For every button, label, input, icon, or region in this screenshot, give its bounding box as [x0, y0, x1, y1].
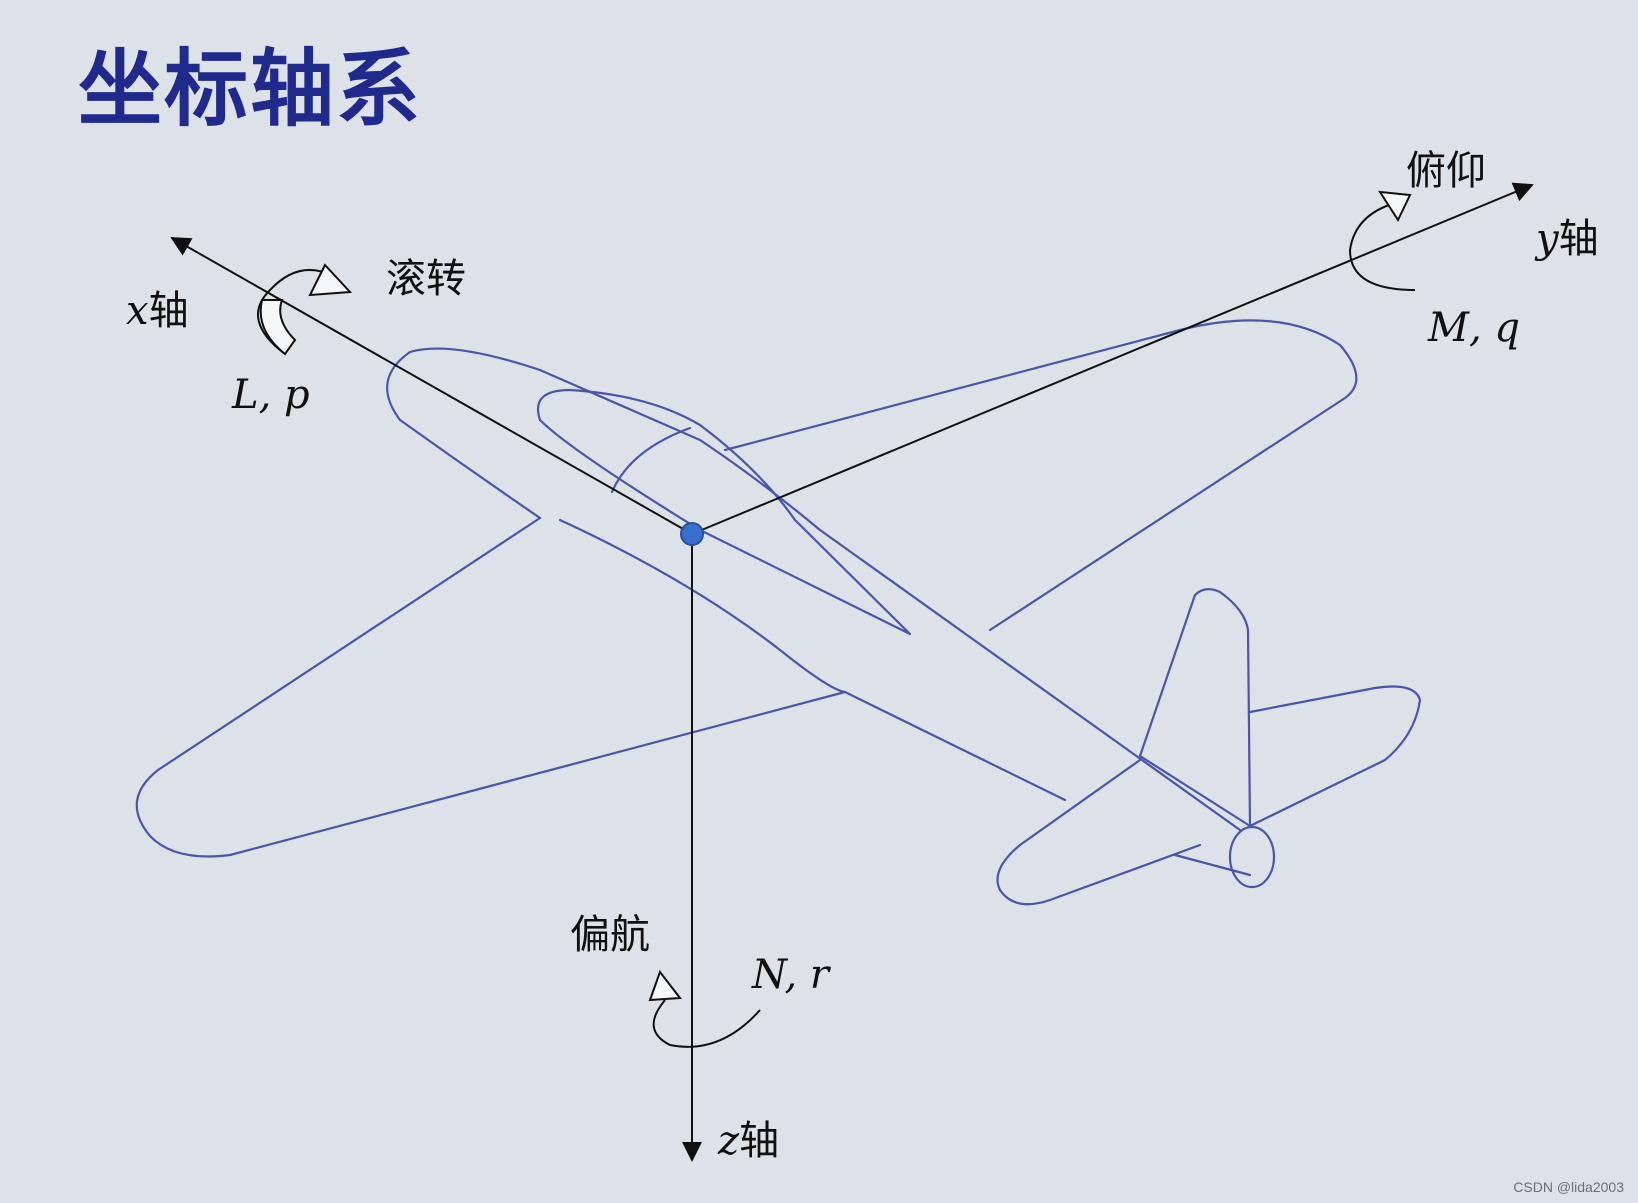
x-axis-var: x [126, 288, 149, 334]
pitch-arrow-icon [1348, 202, 1416, 291]
tail-nozzle [1228, 825, 1276, 889]
yaw-arrowhead-icon [648, 969, 682, 1002]
y-axis-line [691, 182, 1534, 535]
canopy-frame [610, 426, 692, 494]
yaw-arrow-icon [652, 999, 761, 1048]
x-axis-line [170, 237, 693, 535]
right-stabilizer [1248, 685, 1422, 828]
rotation-arrows [257, 190, 1416, 1048]
roll-arrow-body [259, 299, 297, 356]
pitch-label: 俯仰 [1406, 148, 1486, 194]
origin-point [680, 522, 704, 546]
z-axis-label: z轴 [718, 1108, 779, 1166]
x-axis-label: x轴 [126, 278, 189, 336]
right-wing [723, 319, 1358, 632]
fuselage-top [698, 438, 1242, 832]
roll-arrow-icon [257, 269, 336, 355]
page-title: 坐标轴系 [78, 40, 423, 138]
left-wing [135, 516, 847, 858]
tail-connector [1138, 754, 1252, 828]
pitch-moment-label: M, q [1428, 305, 1520, 351]
z-axis-var: z [718, 1118, 740, 1164]
fuselage-nose [386, 347, 702, 520]
left-stabilizer [996, 758, 1202, 906]
fuselage-bottom [558, 518, 1067, 802]
roll-moment-label: L, p [232, 372, 310, 418]
z-axis-suffix: 轴 [739, 1118, 780, 1164]
yaw-label: 偏航 [570, 912, 650, 958]
roll-arrowhead-icon [308, 263, 353, 297]
vertical-fin [1138, 588, 1252, 828]
body-axes [170, 182, 1534, 1162]
y-axis-suffix: 轴 [1558, 216, 1599, 262]
yaw-moment-label: N, r [752, 952, 829, 998]
tail-cone [1173, 853, 1252, 877]
x-axis-suffix: 轴 [148, 288, 189, 334]
roll-label: 滚转 [386, 256, 466, 302]
y-axis-var: y [1536, 216, 1559, 262]
watermark: CSDN @lida2003 [1513, 1179, 1624, 1195]
pitch-arrowhead-icon [1378, 190, 1412, 223]
canopy [537, 388, 912, 636]
y-axis-label: y轴 [1536, 206, 1599, 264]
airplane-outline [135, 319, 1422, 906]
